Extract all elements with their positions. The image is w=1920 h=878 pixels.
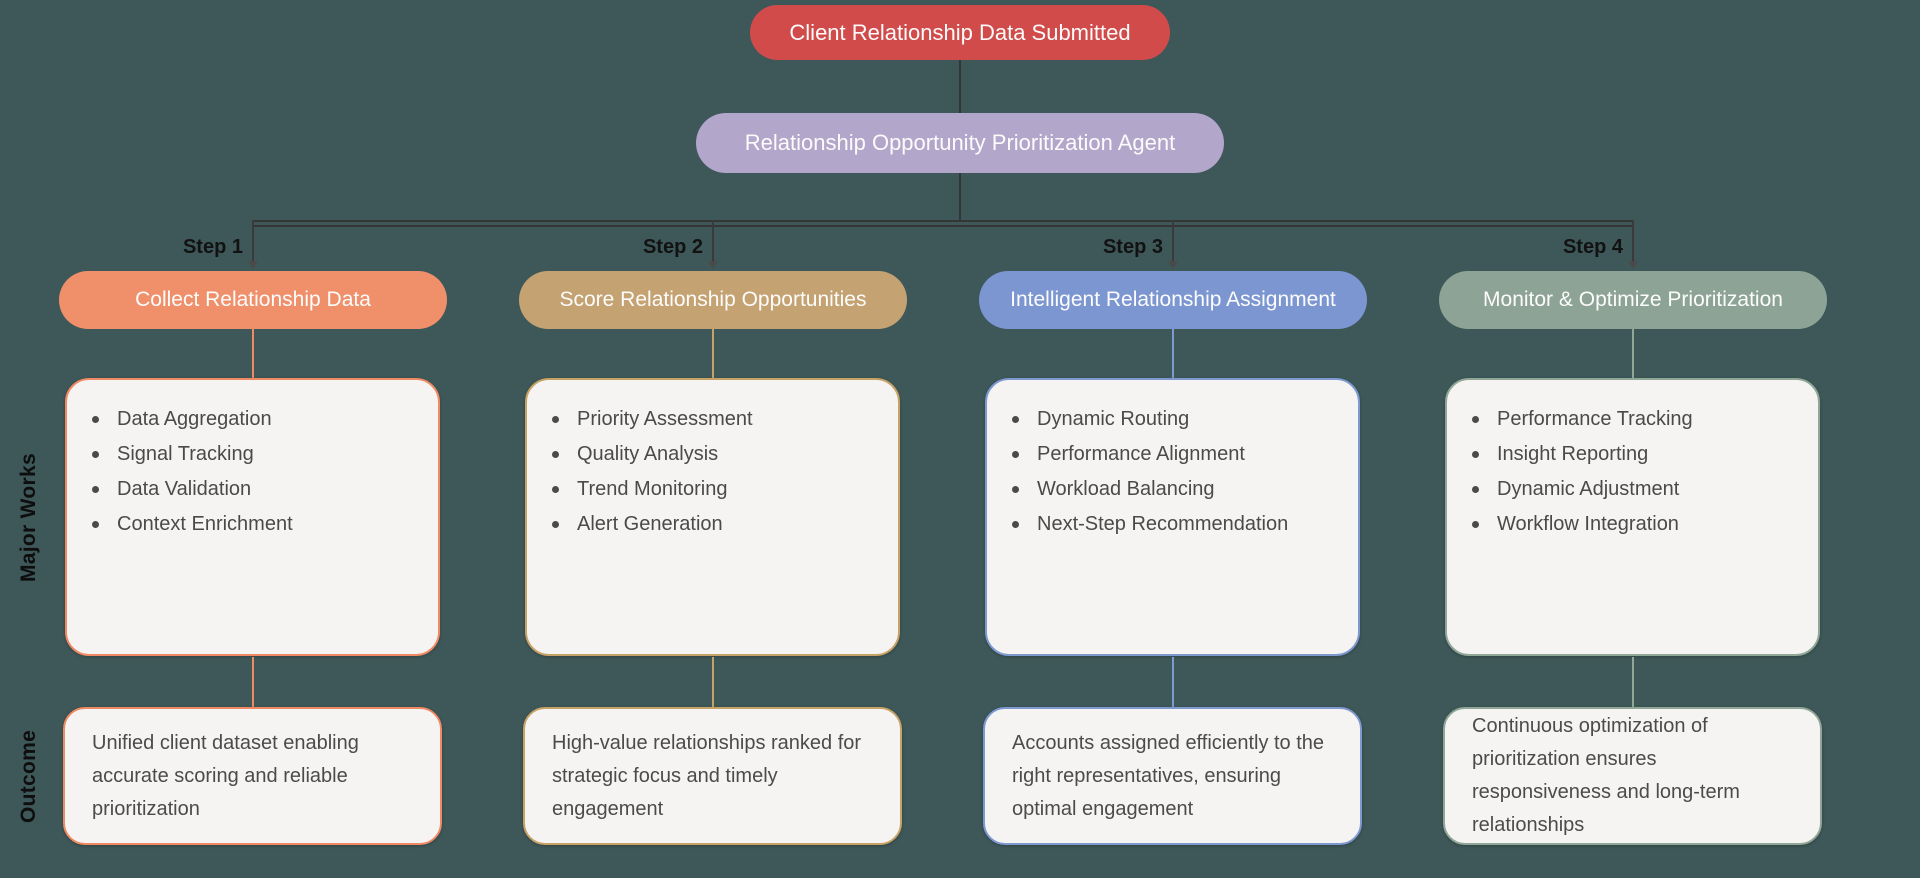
input-node-label: Client Relationship Data Submitted bbox=[789, 19, 1131, 45]
step-2-title: Score Relationship Opportunities bbox=[559, 288, 867, 311]
works-card-4: Performance Tracking Insight Reporting D… bbox=[1445, 378, 1820, 656]
outcome-text-3: Accounts assigned efficiently to the rig… bbox=[1012, 731, 1325, 820]
connector-works-to-outcome-3 bbox=[1172, 657, 1174, 707]
step-column-4: Step 4 Monitor & Optimize Prioritization… bbox=[1439, 220, 1827, 878]
work-item: Context Enrichment bbox=[89, 507, 420, 542]
step-1-label: Step 1 bbox=[182, 236, 243, 258]
work-item: Signal Tracking bbox=[89, 437, 420, 472]
outcome-card-4: Continuous optimization of prioritizatio… bbox=[1443, 707, 1822, 845]
step-4-label: Step 4 bbox=[1562, 236, 1623, 258]
side-label-major-works: Major Works bbox=[17, 453, 40, 582]
arrow-down-icon bbox=[1628, 261, 1638, 269]
step-2-label: Step 2 bbox=[642, 236, 703, 258]
step-1-header: Collect Relationship Data bbox=[59, 271, 447, 329]
works-card-1: Data Aggregation Signal Tracking Data Va… bbox=[65, 378, 440, 656]
step-1-title: Collect Relationship Data bbox=[135, 288, 371, 311]
works-list-1: Data Aggregation Signal Tracking Data Va… bbox=[67, 380, 438, 542]
work-item: Priority Assessment bbox=[549, 402, 880, 437]
connector-agent-to-branch bbox=[959, 173, 961, 222]
works-list-4: Performance Tracking Insight Reporting D… bbox=[1447, 380, 1818, 542]
work-item: Data Aggregation bbox=[89, 402, 420, 437]
branch-line-upper bbox=[253, 220, 1634, 222]
step-4-header: Monitor & Optimize Prioritization bbox=[1439, 271, 1827, 329]
arrow-line-step-3 bbox=[1172, 220, 1174, 261]
step-column-1: Step 1 Collect Relationship Data Data Ag… bbox=[59, 220, 447, 878]
work-item: Trend Monitoring bbox=[549, 472, 880, 507]
works-card-2: Priority Assessment Quality Analysis Tre… bbox=[525, 378, 900, 656]
work-item: Next-Step Recommendation bbox=[1009, 507, 1340, 542]
step-3-header: Intelligent Relationship Assignment bbox=[979, 271, 1367, 329]
step-3-label: Step 3 bbox=[1102, 236, 1163, 258]
outcome-card-2: High-value relationships ranked for stra… bbox=[523, 707, 902, 845]
work-item: Dynamic Adjustment bbox=[1469, 472, 1800, 507]
step-3-title: Intelligent Relationship Assignment bbox=[1010, 288, 1336, 311]
work-item: Alert Generation bbox=[549, 507, 880, 542]
work-item: Quality Analysis bbox=[549, 437, 880, 472]
agent-node-label: Relationship Opportunity Prioritization … bbox=[744, 130, 1176, 155]
arrow-line-step-2 bbox=[712, 220, 714, 261]
step-column-2: Step 2 Score Relationship Opportunities … bbox=[519, 220, 907, 878]
work-item: Dynamic Routing bbox=[1009, 402, 1340, 437]
outcome-text-4: Continuous optimization of prioritizatio… bbox=[1472, 715, 1740, 836]
work-item: Data Validation bbox=[89, 472, 420, 507]
step-2-header: Score Relationship Opportunities bbox=[519, 271, 907, 329]
step-column-3: Step 3 Intelligent Relationship Assignme… bbox=[979, 220, 1367, 878]
connector-input-to-agent bbox=[959, 60, 961, 113]
connector-header-to-works-4 bbox=[1632, 329, 1634, 378]
arrow-line-step-1 bbox=[252, 220, 254, 261]
connector-header-to-works-2 bbox=[712, 329, 714, 378]
connector-works-to-outcome-1 bbox=[252, 657, 254, 707]
connector-header-to-works-3 bbox=[1172, 329, 1174, 378]
works-list-3: Dynamic Routing Performance Alignment Wo… bbox=[987, 380, 1358, 542]
agent-node: Relationship Opportunity Prioritization … bbox=[696, 113, 1224, 173]
works-list-2: Priority Assessment Quality Analysis Tre… bbox=[527, 380, 898, 542]
arrow-line-step-4 bbox=[1632, 220, 1634, 261]
outcome-text-1: Unified client dataset enabling accurate… bbox=[92, 731, 359, 820]
connector-header-to-works-1 bbox=[252, 329, 254, 378]
work-item: Insight Reporting bbox=[1469, 437, 1800, 472]
works-card-3: Dynamic Routing Performance Alignment Wo… bbox=[985, 378, 1360, 656]
arrow-down-icon bbox=[1168, 261, 1178, 269]
side-label-outcome: Outcome bbox=[17, 729, 40, 824]
input-node: Client Relationship Data Submitted bbox=[750, 5, 1170, 60]
outcome-card-3: Accounts assigned efficiently to the rig… bbox=[983, 707, 1362, 845]
work-item: Performance Alignment bbox=[1009, 437, 1340, 472]
arrow-down-icon bbox=[708, 261, 718, 269]
work-item: Workload Balancing bbox=[1009, 472, 1340, 507]
step-4-title: Monitor & Optimize Prioritization bbox=[1483, 288, 1783, 311]
arrow-down-icon bbox=[248, 261, 258, 269]
work-item: Performance Tracking bbox=[1469, 402, 1800, 437]
branch-line-lower bbox=[253, 225, 1634, 227]
work-item: Workflow Integration bbox=[1469, 507, 1800, 542]
outcome-card-1: Unified client dataset enabling accurate… bbox=[63, 707, 442, 845]
connector-works-to-outcome-2 bbox=[712, 657, 714, 707]
connector-works-to-outcome-4 bbox=[1632, 657, 1634, 707]
outcome-text-2: High-value relationships ranked for stra… bbox=[552, 731, 862, 820]
